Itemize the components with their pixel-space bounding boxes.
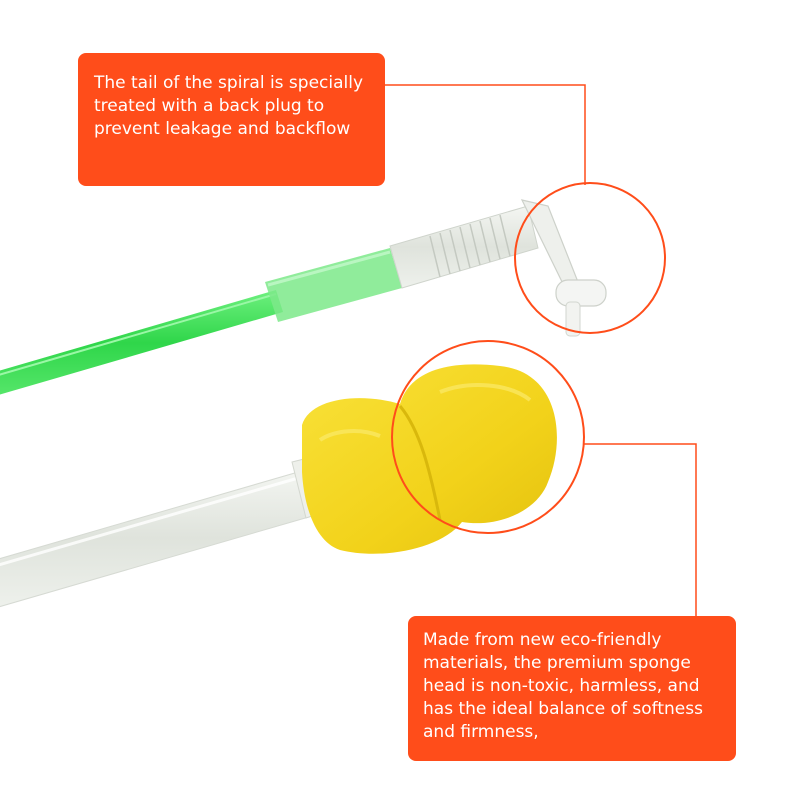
sponge-head (302, 364, 557, 554)
back-plug (520, 199, 607, 337)
sponge-head-callout-text: Made from new eco-friendly materials, th… (423, 630, 703, 742)
back-plug-leader-line (385, 84, 586, 185)
back-plug-callout-text: The tail of the spiral is specially trea… (94, 73, 364, 139)
sponge-leader-line (584, 443, 697, 616)
green-rod (0, 290, 283, 395)
back-plug-callout: The tail of the spiral is specially trea… (78, 53, 385, 186)
spiral-tail (389, 205, 539, 289)
back-plug-highlight-circle (514, 182, 666, 334)
sponge-head-callout: Made from new eco-friendly materials, th… (408, 616, 736, 761)
green-sleeve (265, 248, 402, 322)
clear-tube (0, 454, 337, 608)
sponge-highlight-circle (391, 340, 585, 534)
